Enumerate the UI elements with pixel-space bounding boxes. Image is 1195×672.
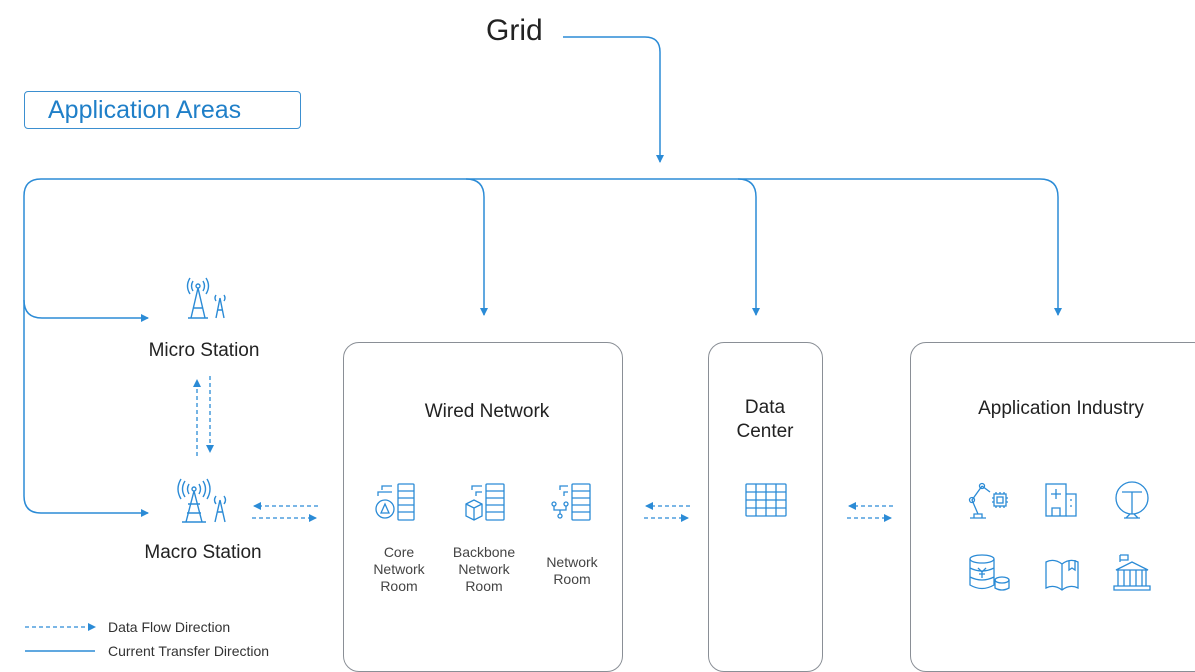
network-room-icon	[551, 483, 591, 521]
legend-current-transfer-label: Current Transfer Direction	[108, 643, 270, 659]
finance-database-icon	[969, 554, 1010, 591]
hospital-icon	[1045, 483, 1077, 517]
government-building-icon	[1113, 554, 1151, 591]
bus-to-wired	[465, 178, 488, 316]
wired-network-title: Wired Network	[424, 401, 550, 422]
application-industry-title: Application Industry	[978, 398, 1144, 419]
robot-arm-icon	[968, 482, 1008, 519]
macro-station-label: Macro Station	[144, 542, 262, 563]
server-rack-icon	[745, 483, 787, 517]
main-bus-line	[23, 178, 1062, 316]
backbone-network-room-icon	[465, 483, 505, 521]
wired-network-panel	[343, 342, 623, 672]
core-network-room-label: Core Network Room	[373, 544, 425, 594]
legend-data-flow-label: Data Flow Direction	[108, 619, 231, 635]
core-network-room-icon	[375, 483, 415, 521]
application-areas-box	[24, 91, 301, 129]
macro-tower-icon	[177, 478, 227, 523]
bus-to-micro	[23, 299, 149, 322]
backbone-network-room-label: Backbone Network Room	[452, 544, 516, 594]
bus-left-drop	[23, 230, 149, 517]
application-areas-label: Application Areas	[48, 96, 242, 124]
micro-station-label: Micro Station	[148, 340, 260, 361]
micro-tower-icon	[186, 277, 226, 319]
data-center-title: Data Center	[736, 397, 794, 442]
education-book-icon	[1045, 559, 1079, 591]
bus-to-datacenter	[737, 178, 760, 316]
rail-transit-icon	[1115, 481, 1149, 519]
network-room-label: Network Room	[546, 554, 598, 587]
grid-feed-line	[563, 36, 664, 163]
grid-label: Grid	[486, 14, 543, 47]
